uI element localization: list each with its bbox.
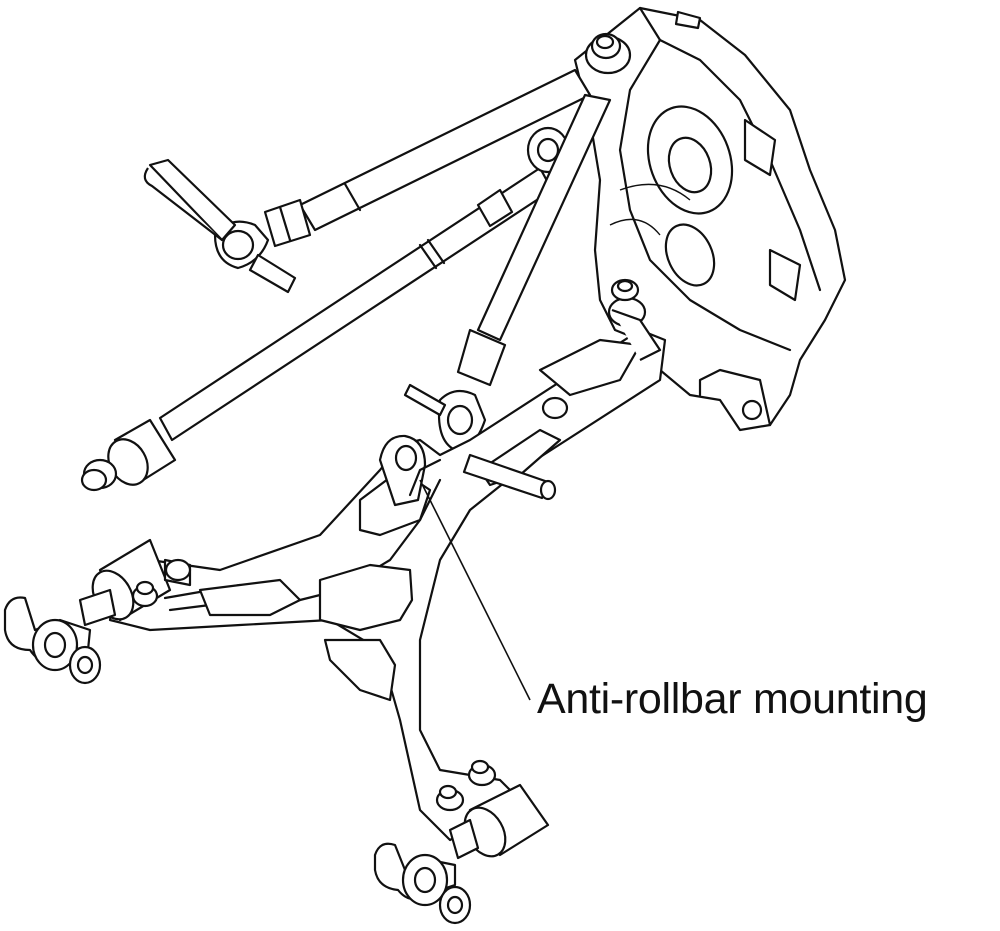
callout-leader-line [419,479,531,701]
pivot-shaft [462,453,557,501]
tie-rod-bushing [80,418,177,492]
upright-lower-pivot [541,278,662,420]
upper-toe-link [143,68,592,294]
anti-rollbar-mount-lug [378,434,442,507]
upright-top-bolt [584,32,632,75]
front-rod-end [3,596,102,685]
lower-control-arm [108,328,667,842]
rear-bushing [435,759,550,860]
long-tie-rod [158,126,570,442]
callout-label: Anti-rollbar mounting [537,675,928,723]
rear-rod-end [373,842,472,925]
front-bushing [78,538,192,627]
